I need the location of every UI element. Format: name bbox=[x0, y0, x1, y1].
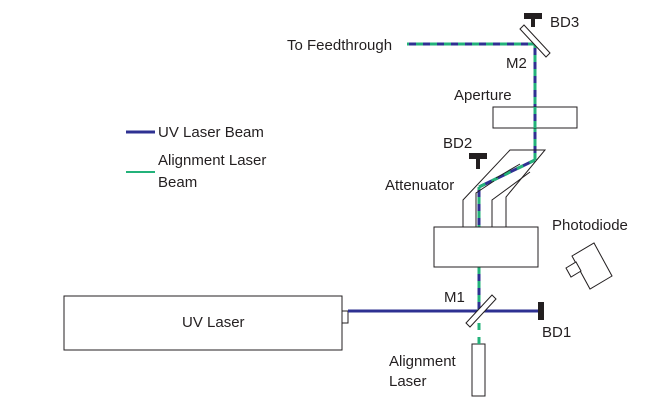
attenuator bbox=[462, 149, 547, 227]
legend: UV Laser Beam Alignment Laser Beam bbox=[126, 124, 266, 191]
alignment-beam-diagonal bbox=[478, 158, 536, 189]
beam-dump-bd3 bbox=[524, 13, 542, 27]
uv-laser-aperture bbox=[341, 310, 349, 324]
mirror-m1 bbox=[465, 294, 497, 328]
bd3-label: BD3 bbox=[550, 14, 579, 31]
bd1-label: BD1 bbox=[542, 324, 571, 341]
legend-uv-label: UV Laser Beam bbox=[158, 124, 264, 141]
m1-label: M1 bbox=[444, 289, 465, 306]
aperture-label: Aperture bbox=[454, 87, 512, 104]
photodiode-label: Photodiode bbox=[552, 217, 628, 234]
alignment-laser bbox=[471, 343, 486, 397]
beams bbox=[348, 42, 538, 344]
legend-alignment-label-1: Alignment Laser bbox=[158, 152, 266, 169]
photodiode bbox=[565, 242, 613, 290]
mirror-m2 bbox=[519, 24, 551, 58]
alignment-laser-label-2: Laser bbox=[389, 373, 427, 390]
uv-laser-box bbox=[63, 295, 343, 351]
uv-laser-label: UV Laser bbox=[182, 314, 245, 331]
feedthrough-label: To Feedthrough bbox=[287, 37, 392, 54]
legend-alignment-label-2: Beam bbox=[158, 174, 197, 191]
attenuator-base bbox=[433, 226, 539, 268]
beam-dump-bd2 bbox=[469, 153, 487, 169]
attenuator-label: Attenuator bbox=[385, 177, 454, 194]
alignment-laser-label-1: Alignment bbox=[389, 353, 457, 370]
bd2-label: BD2 bbox=[443, 135, 472, 152]
m2-label: M2 bbox=[506, 55, 527, 72]
beam-dump-bd1 bbox=[538, 302, 544, 320]
